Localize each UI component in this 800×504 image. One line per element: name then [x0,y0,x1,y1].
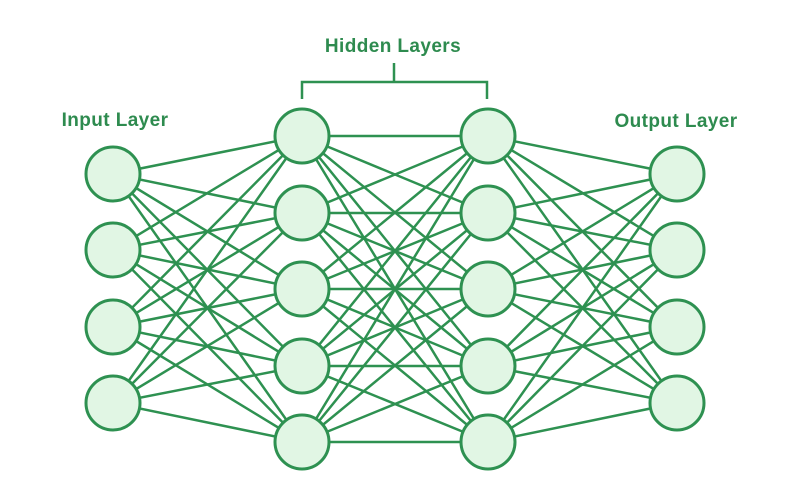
connection-edge [111,364,304,405]
connection-edge [111,287,304,405]
connection-edge [111,134,304,252]
neuron-hidden-2-2 [459,184,517,242]
neuron-hidden-2-5 [459,413,517,471]
connection-edge [300,134,490,291]
neuron-hidden-1-2 [273,184,331,242]
neuron-input-1 [84,145,142,203]
connection-edge [486,325,679,444]
neuron-input-4 [84,374,142,432]
neuron-output-4 [648,374,706,432]
connection-edge [300,134,490,215]
neuron-hidden-2-3 [459,260,517,318]
connection-edge [300,364,490,444]
connection-edge [486,172,679,368]
neuron-hidden-2-1 [459,107,517,165]
connection-edge [486,172,679,444]
neuron-output-2 [648,221,706,279]
neuron-output-3 [648,298,706,356]
connection-edge [300,287,490,444]
connection-edge [111,401,304,444]
neuron-hidden-1-5 [273,413,331,471]
connection-edge [111,134,304,329]
neuron-input-3 [84,298,142,356]
connection-edges [111,134,679,444]
connection-edge [300,211,490,444]
neuron-hidden-1-3 [273,260,331,318]
connection-edge [486,401,679,444]
connection-edge [111,134,304,176]
hidden-layers-label: Hidden Layers [324,36,462,57]
connection-edge [300,134,490,368]
connection-edge [486,172,679,215]
input-layer-label: Input Layer [61,110,169,131]
neuron-output-1 [648,145,706,203]
connection-edge [111,211,304,405]
connection-edge [486,134,679,176]
neuron-hidden-1-4 [273,337,331,395]
connection-edge [486,172,679,291]
neuron-nodes [84,107,706,471]
neuron-hidden-2-4 [459,337,517,395]
connection-edge [300,134,490,444]
bracket-span [300,80,489,99]
neuron-input-2 [84,221,142,279]
connection-edge [111,134,304,405]
hidden-layers-bracket [300,63,489,99]
output-layer-label: Output Layer [614,111,738,132]
neuron-hidden-1-1 [273,107,331,165]
connection-edge [486,248,679,444]
